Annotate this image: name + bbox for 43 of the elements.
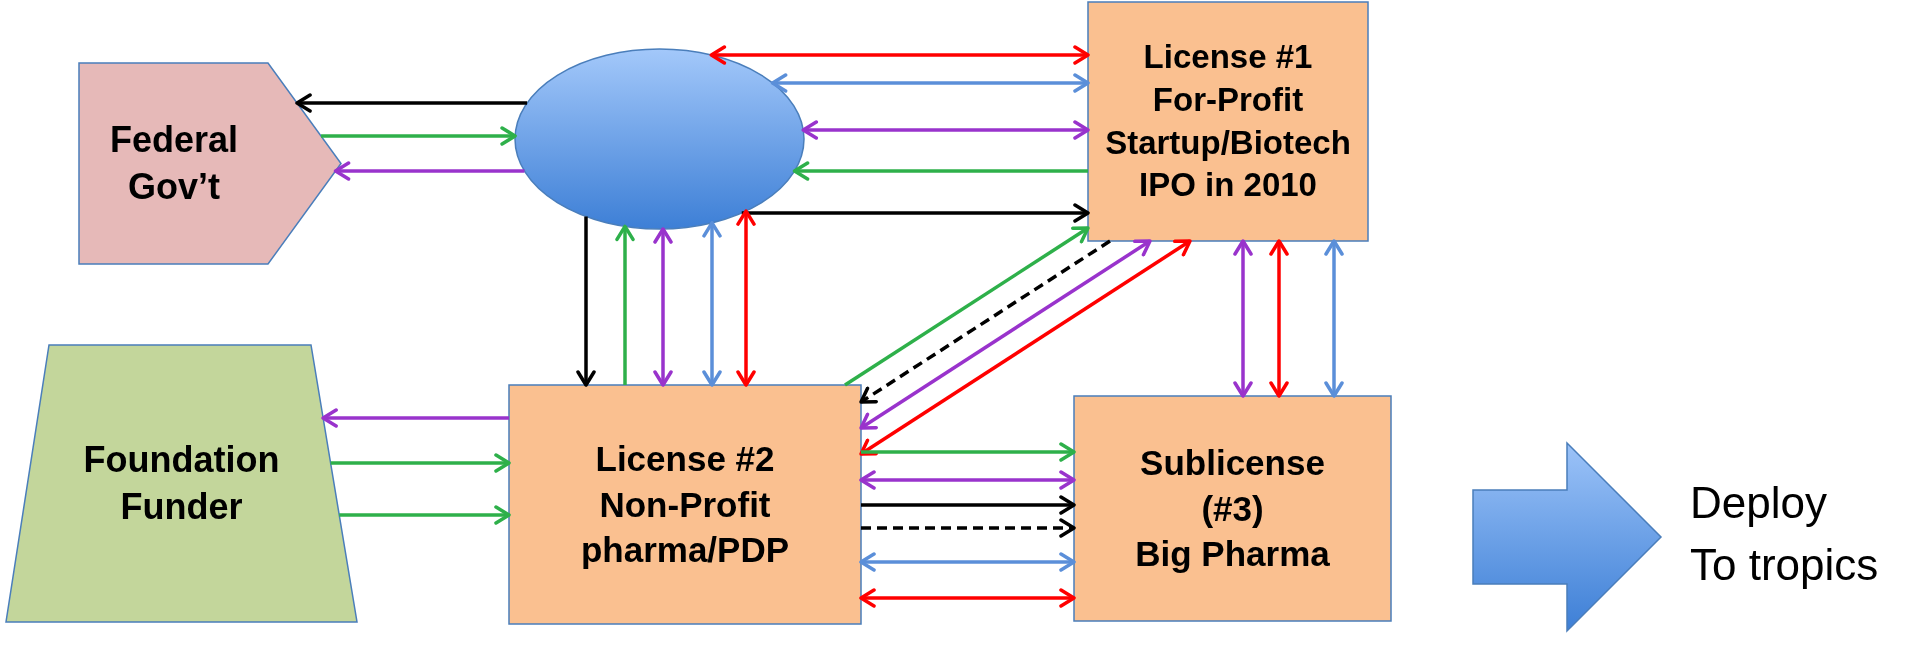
node-label: License #2 (594, 438, 776, 481)
arrow (339, 505, 511, 525)
arrow (861, 518, 1076, 538)
arrow (801, 120, 1090, 140)
arrow (859, 239, 1111, 404)
arrow (321, 408, 509, 428)
node-label: Startup/Biotech (1105, 122, 1351, 163)
arrow (859, 470, 1076, 490)
arrow (576, 216, 596, 387)
arrow (709, 45, 1090, 65)
node-label: Big Pharma (1135, 533, 1330, 576)
node-label: License #1 (1142, 36, 1314, 77)
arrow (1269, 239, 1289, 398)
caption-text: To tropics (1690, 538, 1879, 591)
arrow (1233, 239, 1253, 398)
arrow (859, 239, 1152, 430)
node-label: IPO in 2010 (1138, 165, 1318, 206)
node-label: pharma/PDP (580, 529, 790, 572)
arrow (844, 226, 1090, 387)
node-label: Federal Gov’t (108, 117, 240, 209)
node-label: (#3) (1200, 487, 1265, 530)
arrow (792, 161, 1088, 181)
caption-text: Deploy (1690, 477, 1828, 529)
arrow (702, 221, 722, 387)
arrow (859, 239, 1192, 456)
arrow (861, 442, 1076, 462)
arrow (861, 495, 1076, 515)
arrow (653, 227, 673, 387)
arrow (295, 93, 528, 113)
arrow (321, 126, 517, 146)
arrow (741, 203, 1090, 223)
arrow (1324, 239, 1344, 398)
node-label: Non-Profit (598, 483, 772, 526)
node-label: For-Profit (1151, 79, 1305, 120)
node-label: Foundation Funder (82, 437, 281, 529)
arrow (859, 552, 1076, 572)
arrow (859, 588, 1076, 608)
arrow (736, 209, 756, 387)
arrow (333, 161, 525, 181)
arrow (770, 73, 1090, 93)
arrow (615, 224, 635, 385)
arrow (330, 453, 511, 473)
node-label: Sublicense (1139, 442, 1326, 485)
